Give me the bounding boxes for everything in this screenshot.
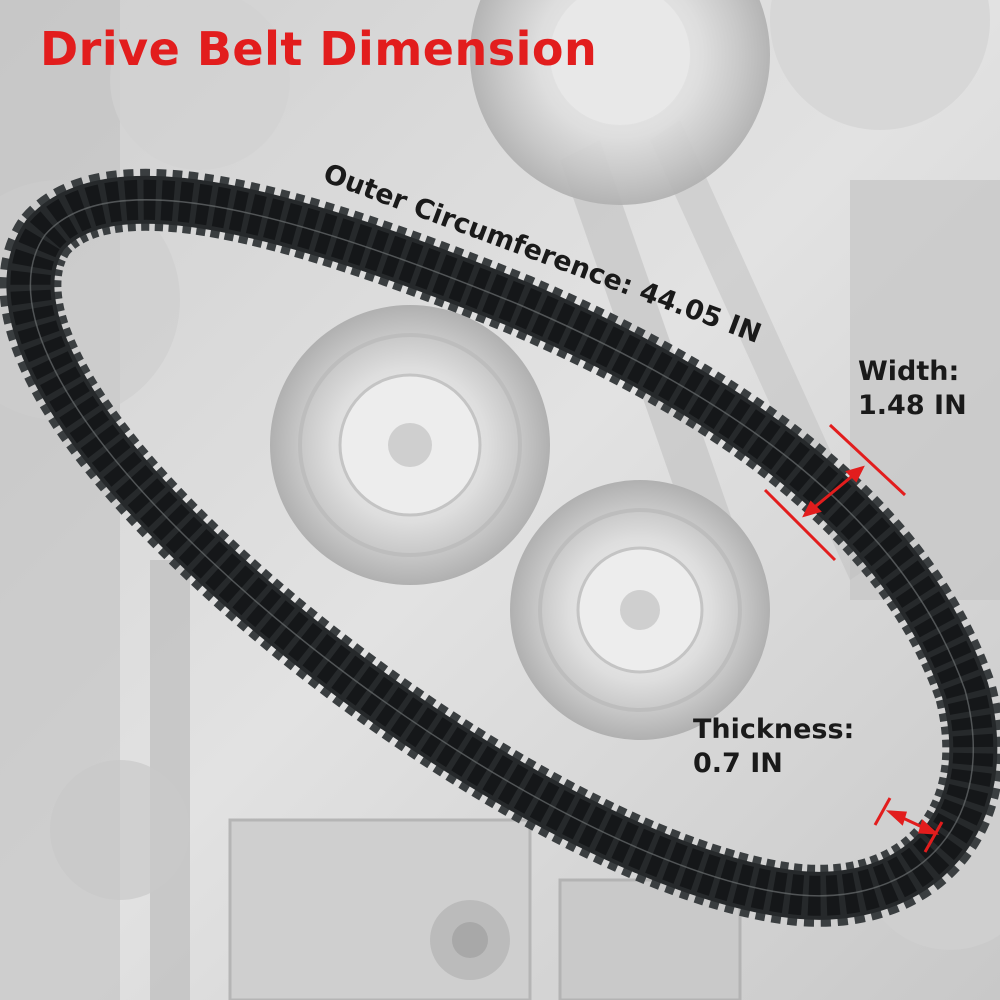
thickness-label-title: Thickness: (693, 714, 855, 745)
pulley-right (510, 480, 770, 740)
thickness-label: Thickness: 0.7 IN (693, 713, 854, 781)
thickness-marker (873, 797, 944, 853)
width-label: Width: 1.48 IN (858, 355, 967, 423)
width-marker (763, 423, 907, 562)
drive-belt (0, 168, 1000, 927)
thickness-label-value: 0.7 IN (693, 747, 783, 779)
width-label-title: Width: (858, 356, 960, 387)
page-title: Drive Belt Dimension (40, 22, 598, 76)
width-label-value: 1.48 IN (858, 389, 967, 421)
pulley-left (270, 305, 550, 585)
